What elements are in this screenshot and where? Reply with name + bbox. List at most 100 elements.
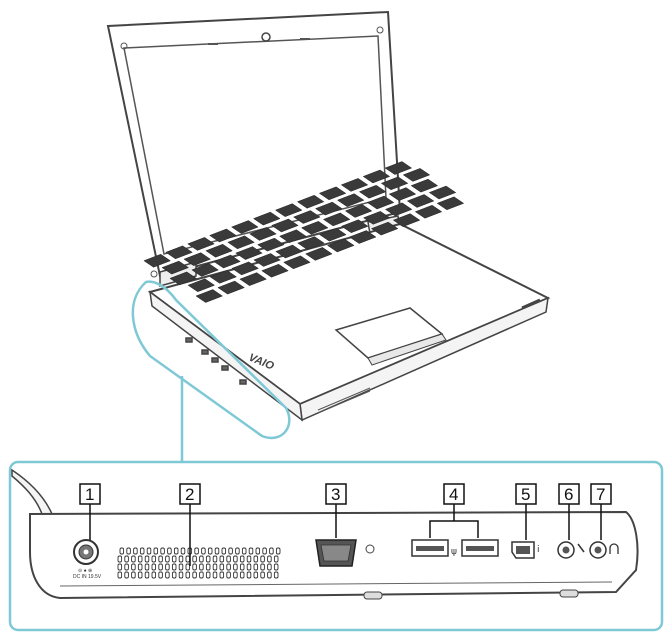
vent-slot	[165, 563, 170, 571]
vent-slot	[199, 563, 204, 571]
vent-slot	[124, 571, 129, 579]
vent-slot	[144, 555, 150, 563]
vent-slot	[235, 547, 240, 555]
vent-slot	[253, 555, 259, 563]
keyboard-key	[274, 203, 303, 217]
vent-slot	[180, 547, 186, 555]
vent-slot	[171, 555, 177, 563]
keyboard-key	[261, 263, 289, 278]
keyboard-key	[380, 176, 409, 191]
vent-slot	[151, 555, 157, 563]
keyboard-key	[322, 212, 351, 227]
keyboard-key	[301, 221, 329, 235]
keyboard-key	[253, 211, 281, 226]
vent-slot	[146, 547, 152, 555]
keyboard-key	[410, 178, 439, 193]
vent-slot	[246, 563, 252, 571]
microphone-icon	[577, 543, 585, 553]
vent-slot	[158, 571, 163, 579]
keyboard-key	[235, 246, 263, 260]
vent-slot	[212, 571, 218, 579]
monitor-port-icon	[365, 544, 375, 554]
usb-ports: ψ	[411, 539, 499, 557]
vent-slot	[144, 571, 150, 579]
callout-number: 1	[85, 485, 94, 504]
vent-slot	[165, 555, 170, 563]
keyboard-key	[402, 168, 431, 182]
vent-slot	[158, 555, 163, 563]
headphones-jack	[589, 541, 619, 559]
vent-slot	[212, 555, 218, 563]
front-vent	[317, 387, 371, 414]
callout-number: 7	[596, 485, 605, 504]
keyboard-key	[249, 227, 277, 241]
vent-slot	[273, 555, 279, 563]
keyboard-key	[366, 195, 395, 210]
vent-slot	[131, 563, 136, 571]
vent-slot	[117, 571, 123, 579]
vent-slot	[137, 563, 143, 571]
vent-slot	[226, 571, 231, 579]
vent-slot	[260, 571, 265, 579]
keyboard-key	[358, 184, 387, 199]
highlight-outline	[131, 280, 291, 440]
side-ports-hint	[185, 337, 247, 385]
vent-slot	[239, 571, 245, 579]
vent-slot	[185, 555, 191, 563]
keyboard-key	[296, 194, 325, 209]
keyboard-key	[341, 219, 369, 234]
vent-slot	[253, 563, 259, 571]
vent-slot	[269, 547, 274, 555]
vent-slot	[117, 555, 123, 563]
vent-slot	[273, 563, 279, 571]
keyboard-key	[414, 204, 443, 219]
callout-number: 4	[449, 485, 458, 504]
vent-slot	[192, 555, 197, 563]
keyboard-key	[318, 186, 347, 201]
keyboard-key	[327, 238, 355, 253]
air-vent	[117, 547, 281, 579]
vent-slot	[239, 555, 245, 563]
vent-slot	[137, 555, 143, 563]
vent-slot	[255, 547, 261, 555]
i-link-port: i	[511, 541, 540, 559]
foot	[559, 589, 579, 598]
callout-4: 4	[443, 483, 465, 505]
callout-3: 3	[325, 483, 347, 505]
keyboard-key	[362, 169, 391, 184]
vent-slot	[207, 547, 213, 555]
keyboard-key	[344, 204, 373, 218]
vent-slot	[151, 563, 157, 571]
keyboard-key	[253, 253, 281, 267]
vent-slot	[139, 547, 145, 555]
vent-slot	[178, 555, 184, 563]
vent-slot	[267, 571, 272, 579]
keyboard-key	[227, 235, 255, 250]
keyboard-key	[191, 263, 219, 277]
keyboard-key	[340, 178, 369, 192]
vent-slot	[167, 547, 172, 555]
vent-slot	[144, 563, 150, 571]
vent-slot	[260, 555, 265, 563]
vent-slot	[246, 555, 252, 563]
keyboard-key	[362, 211, 391, 225]
vent-slot	[205, 555, 211, 563]
vent-slot	[233, 555, 238, 563]
vent-slot	[233, 571, 238, 579]
vent-slot	[117, 563, 123, 571]
vent-slot	[133, 547, 138, 555]
vent-slot	[212, 563, 218, 571]
vent-slot	[201, 547, 206, 555]
keyboard-key	[305, 247, 333, 261]
vent-slot	[226, 555, 231, 563]
keyboard-key	[388, 187, 417, 201]
vent-slot	[205, 563, 211, 571]
keyboard-key	[239, 272, 267, 286]
vent-slot	[246, 571, 252, 579]
keyboard-key	[319, 227, 347, 242]
keyboard-key	[370, 221, 399, 236]
keyboard-key	[436, 196, 465, 211]
keyboard-key	[348, 230, 377, 244]
vent-slot	[178, 571, 184, 579]
